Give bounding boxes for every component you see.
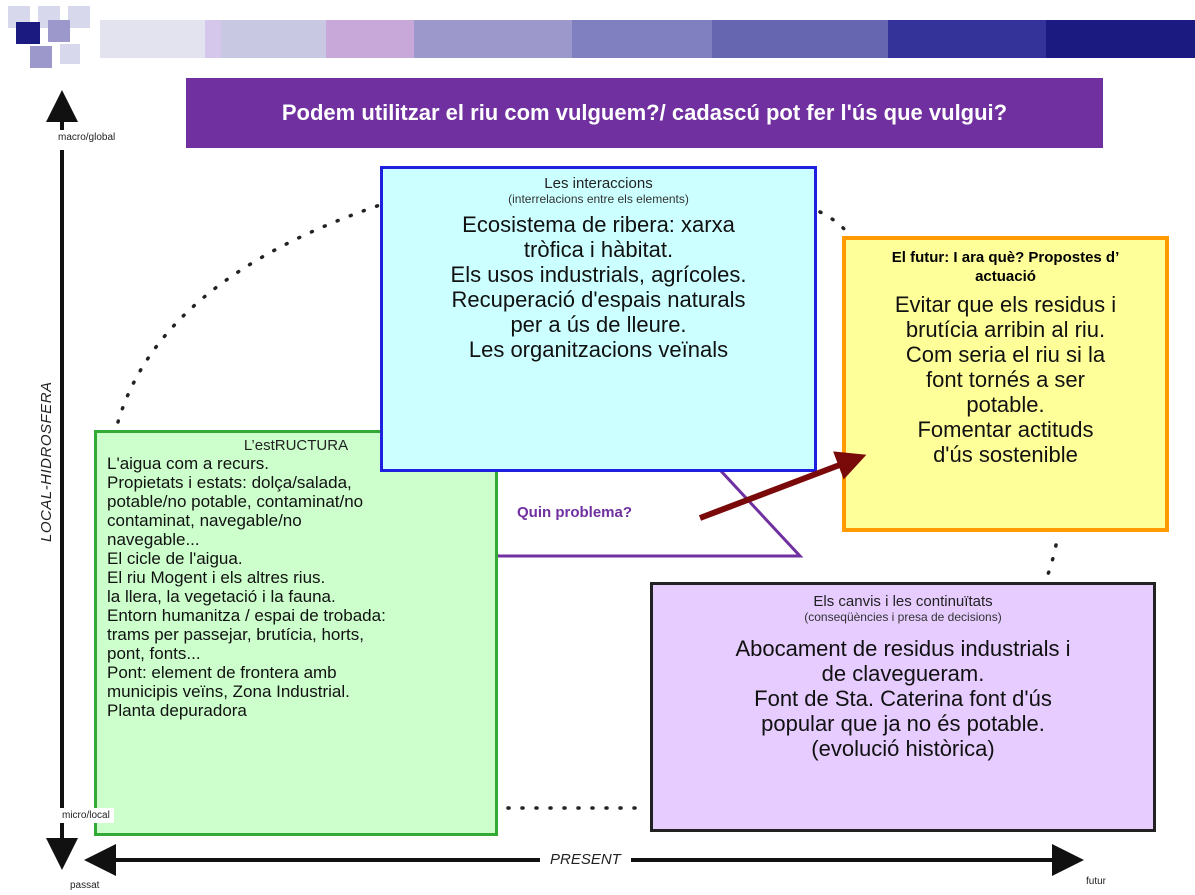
header-strip-segment: [205, 20, 222, 58]
futur-line: d'ús sostenible: [933, 442, 1078, 467]
header-color-strip: [100, 20, 1195, 58]
estructura-line: Pont: element de frontera amb: [107, 663, 337, 682]
futur-title: El futur: I ara què? Propostes d’ actuac…: [846, 248, 1165, 286]
header-strip-segment: [712, 20, 888, 58]
futur-line: font tornés a ser: [926, 367, 1085, 392]
estructura-line: potable/no potable, contaminat/no: [107, 492, 364, 511]
futur-title-line: El futur: I ara què? Propostes d’: [891, 249, 1120, 266]
estructura-line: la llera, la vegetació i la fauna.: [107, 587, 336, 606]
canvis-box: Els canvis i les continuïtats (conseqüèn…: [650, 582, 1156, 832]
vertical-axis-label: LOCAL-HIDROSFERA: [38, 375, 55, 548]
canvis-line: Font de Sta. Caterina font d'ús: [754, 686, 1052, 711]
canvis-title: Els canvis i les continuïtats: [813, 593, 993, 610]
estructura-line: L'aigua com a recurs.: [107, 454, 269, 473]
estructura-line: Propietats i estats: dolça/salada,: [107, 473, 352, 492]
interaccions-title: Les interaccions: [544, 175, 653, 192]
horizontal-axis-label: PRESENT: [540, 851, 631, 868]
estructura-box: L’estRUCTURA L'aigua com a recurs. Propi…: [94, 430, 498, 836]
dotted-arc-lower-right: [1043, 543, 1058, 584]
header-strip-segment: [572, 20, 713, 58]
futur-line: Com seria el riu si la: [905, 342, 1106, 367]
interaccions-line: Les organitzacions veïnals: [468, 337, 729, 362]
canvis-line: (evolució històrica): [811, 736, 995, 761]
page-title: Podem utilitzar el riu com vulguem?/ cad…: [186, 78, 1103, 148]
header-strip-segment: [221, 20, 327, 58]
futur-line: brutícia arribin al riu.: [905, 317, 1106, 342]
futur-line: Evitar que els residus i: [894, 292, 1117, 317]
estructura-line: Planta depuradora: [107, 701, 247, 720]
estructura-line: El riu Mogent i els altres rius.: [107, 568, 326, 587]
futur-title-line: actuació: [975, 268, 1036, 285]
header-strip-segment: [414, 20, 573, 58]
estructura-text: L'aigua com a recurs. Propietats i estat…: [97, 454, 495, 720]
header-strip-segment: [326, 20, 415, 58]
logo-mark: [8, 6, 94, 74]
past-label: passat: [70, 880, 100, 891]
estructura-line: municipis veïns, Zona Industrial.: [107, 682, 350, 701]
header-strip-segment: [100, 20, 206, 58]
interaccions-line: per a ús de lleure.: [510, 312, 687, 337]
estructura-line: Entorn humanitza / espai de trobada:: [107, 606, 386, 625]
interaccions-line: Recuperació d'espais naturals: [451, 287, 746, 312]
futur-line: potable.: [966, 392, 1045, 417]
estructura-line: navegable...: [107, 530, 200, 549]
future-label: futur: [1086, 876, 1107, 887]
canvis-subtitle: (conseqüències i presa de decisions): [804, 610, 1002, 624]
interaccions-text: Ecosistema de ribera: xarxa tròfica i hà…: [383, 212, 814, 362]
interaccions-line: Els usos industrials, agrícoles.: [450, 262, 747, 287]
futur-box: El futur: I ara què? Propostes d’ actuac…: [842, 236, 1169, 532]
dotted-arc-left: [116, 203, 382, 424]
interaccions-line: Ecosistema de ribera: xarxa: [462, 212, 735, 237]
estructura-line: El cicle de l'aigua.: [107, 549, 243, 568]
canvis-text: Abocament de residus industrials i de cl…: [653, 636, 1153, 761]
canvis-line: popular que ja no és potable.: [761, 711, 1045, 736]
macro-global-label: macro/global: [58, 132, 116, 143]
estructura-line: pont, fonts...: [107, 644, 201, 663]
estructura-line: contaminat, navegable/no: [107, 511, 302, 530]
header-strip-segment: [1045, 20, 1195, 58]
interaccions-subtitle: (interrelacions entre els elements): [508, 192, 689, 206]
dotted-arc-right: [818, 210, 852, 238]
problem-label: Quin problema?: [517, 504, 633, 521]
futur-line: Fomentar actituds: [917, 417, 1094, 442]
interaccions-line: tròfica i hàbitat.: [523, 237, 674, 262]
canvis-line: de clavegueram.: [821, 661, 985, 686]
estructura-title: L’estRUCTURA: [243, 437, 349, 454]
estructura-line: trams per passejar, brutícia, horts,: [107, 625, 364, 644]
futur-text: Evitar que els residus i brutícia arribi…: [846, 292, 1165, 467]
interaccions-box: Les interaccions (interrelacions entre e…: [380, 166, 817, 472]
header-strip-segment: [887, 20, 1046, 58]
micro-local-label: micro/local: [58, 808, 114, 823]
canvis-line: Abocament de residus industrials i: [735, 636, 1071, 661]
